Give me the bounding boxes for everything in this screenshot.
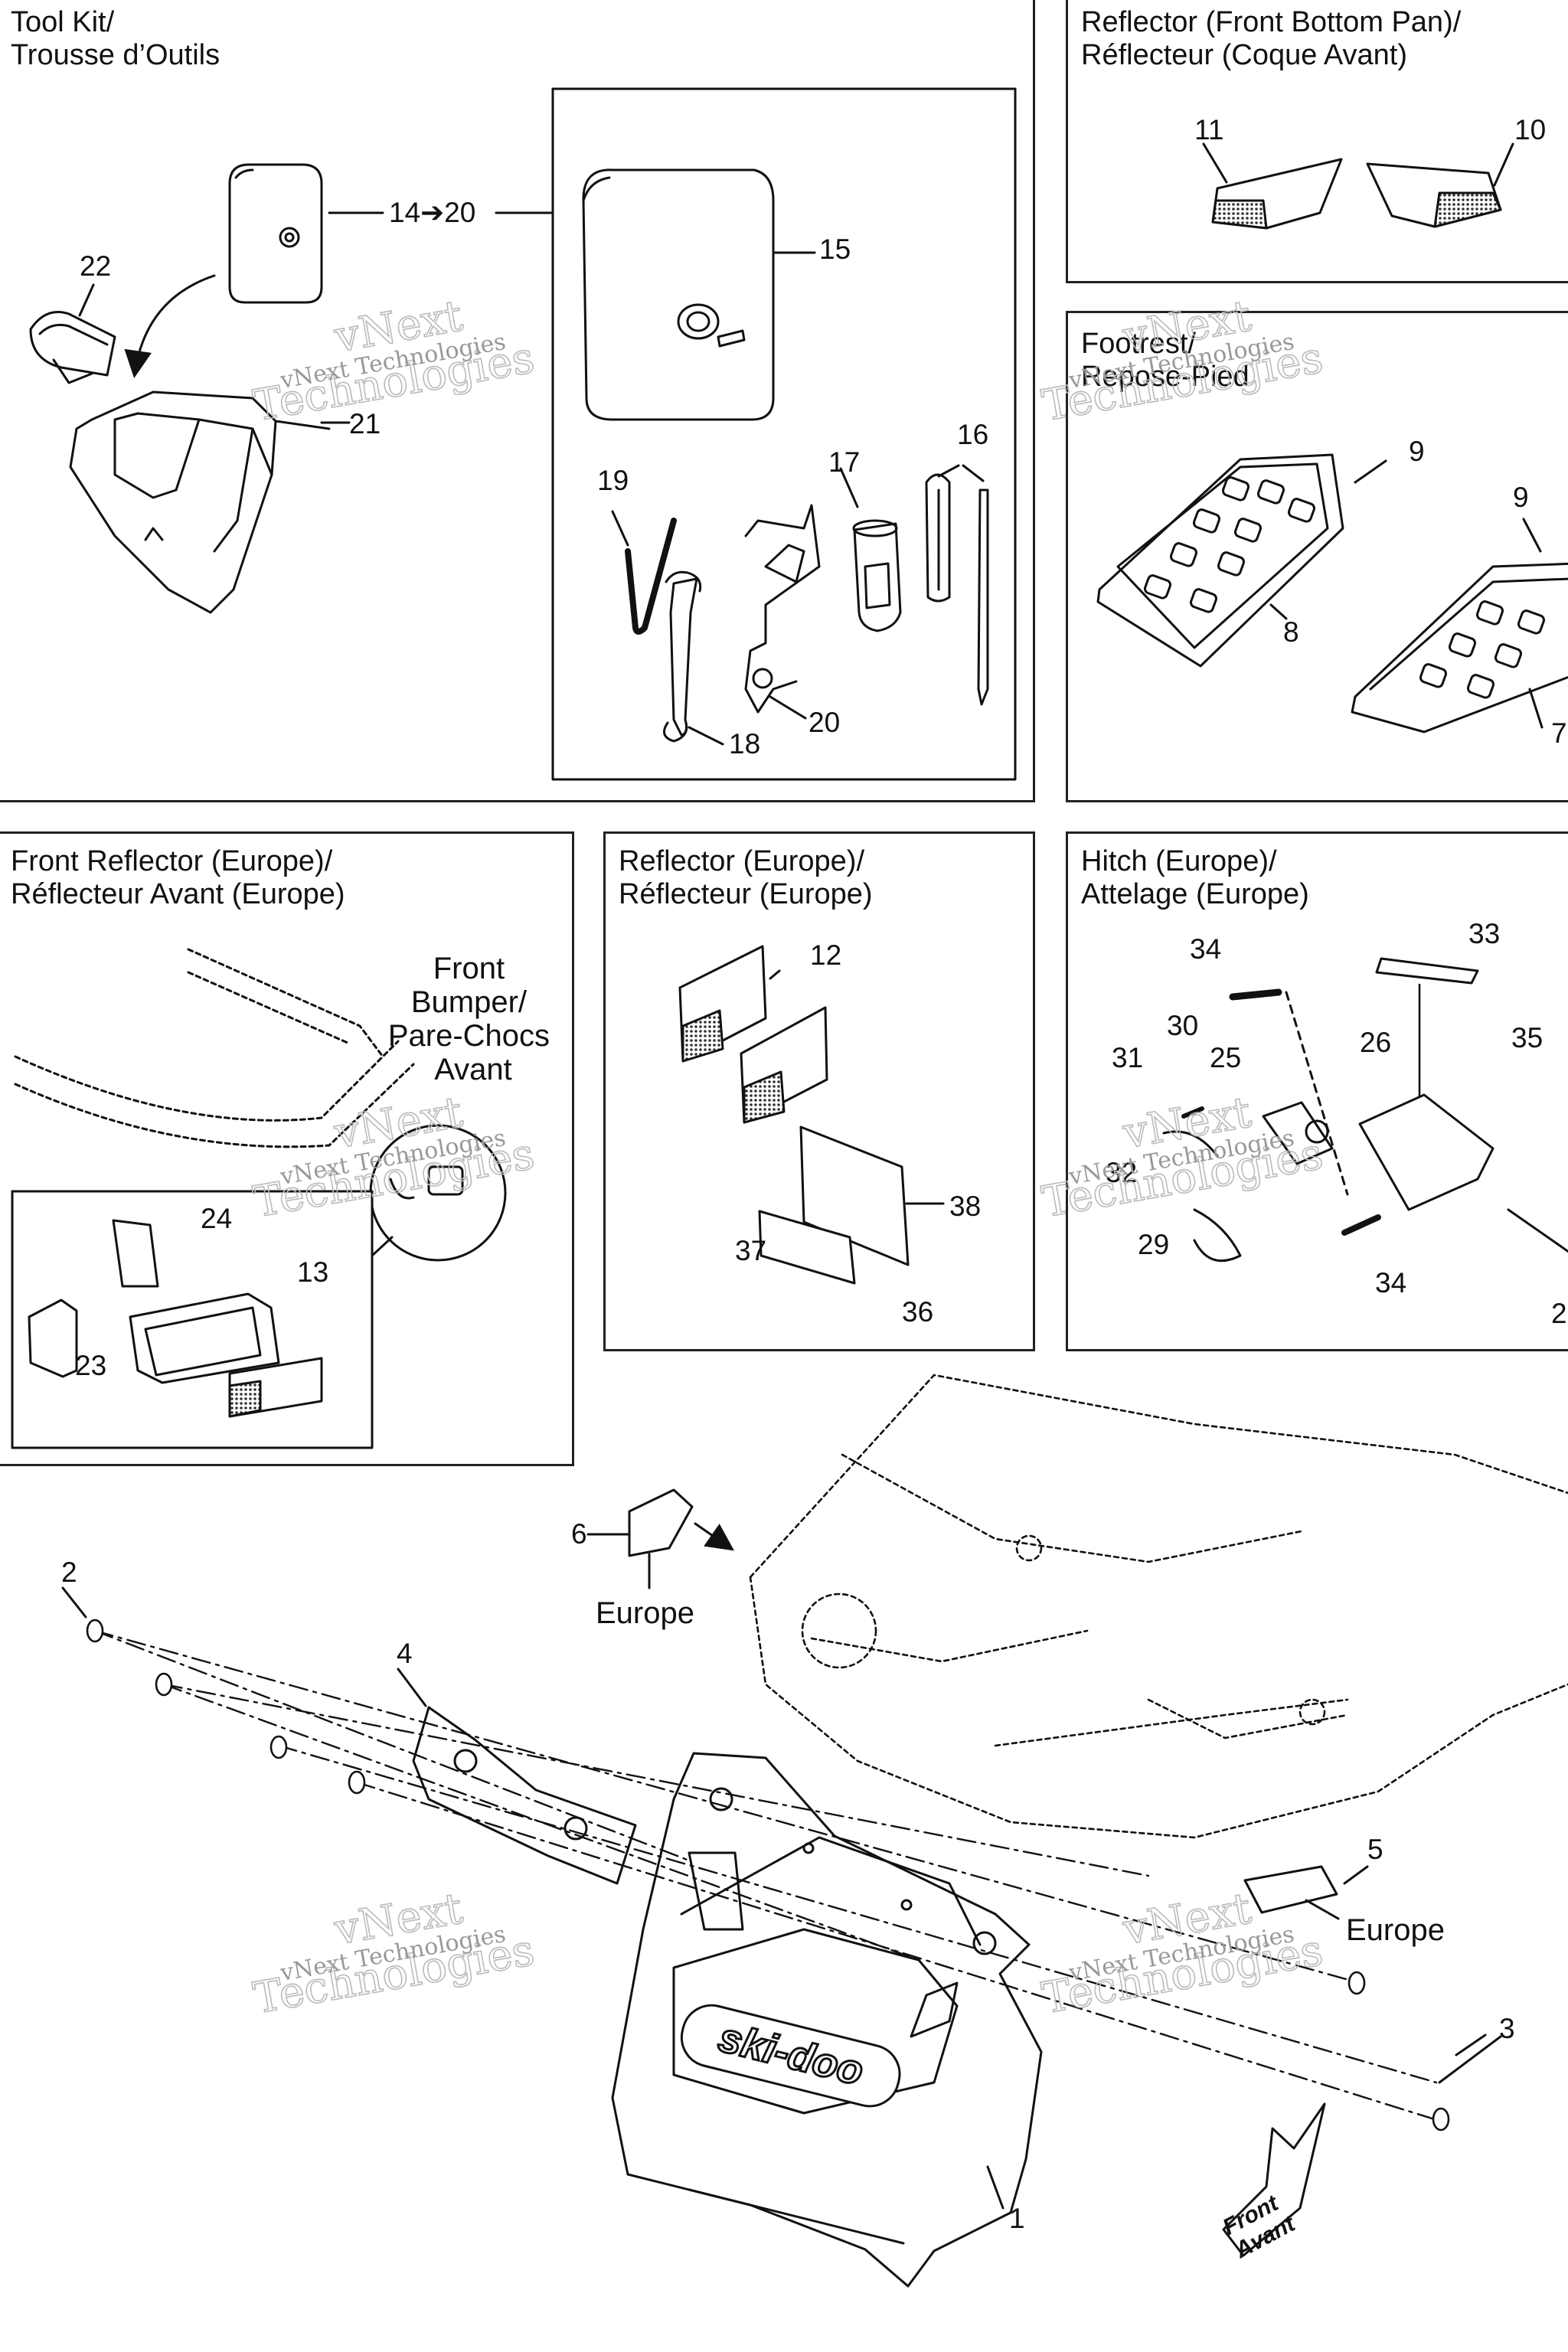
brand-logo: ski-doo: [680, 2004, 901, 2108]
footrest-left: [1096, 453, 1344, 668]
callout-c16: 16: [957, 419, 988, 450]
callout-c7: 7: [1551, 717, 1567, 749]
tool-kit-inset-box: [551, 87, 1017, 781]
callout-c33: 33: [1468, 918, 1500, 949]
callout-c31: 31: [1112, 1042, 1143, 1073]
callout-c35: 35: [1511, 1022, 1543, 1054]
panel-reflector-front-bottom: [1066, 0, 1568, 283]
callout-c5: 5: [1367, 1834, 1383, 1865]
front-bumper: [611, 1752, 1043, 2288]
callout-c8: 8: [1283, 616, 1299, 648]
callout-c13: 13: [297, 1256, 328, 1288]
panel-title-front-reflector-europe: Front Reflector (Europe)/ Réflecteur Ava…: [11, 845, 345, 910]
callout-c24: 24: [201, 1203, 232, 1234]
callout-numbers: 12345678991011121314➔2015161718192021222…: [61, 114, 1568, 2234]
callout-c10: 10: [1514, 114, 1546, 145]
callout-c29: 29: [1138, 1229, 1169, 1260]
panel-title-reflector-front-bottom: Reflector (Front Bottom Pan)/ Réflecteur…: [1081, 6, 1462, 71]
callout-c1: 1: [1009, 2203, 1025, 2234]
callout-c25: 25: [1210, 1042, 1241, 1073]
callout-c23: 23: [75, 1350, 106, 1381]
label-europe-5: Europe: [1346, 1913, 1445, 1947]
label-europe-6: Europe: [596, 1596, 694, 1630]
callout-c22: 22: [80, 250, 111, 282]
chassis-dashed: [749, 1374, 1568, 1839]
callout-c37: 37: [735, 1235, 766, 1266]
tool-holder: [69, 390, 331, 614]
callout-c38: 38: [949, 1191, 981, 1222]
panel-title-reflector-europe: Reflector (Europe)/ Réflecteur (Europe): [619, 845, 873, 910]
callout-c14: 14➔20: [389, 197, 475, 228]
callout-c36: 36: [902, 1296, 933, 1328]
callout-c9b: 9: [1513, 482, 1529, 513]
panel-title-hitch-europe: Hitch (Europe)/ Attelage (Europe): [1081, 845, 1309, 910]
panel-title-footrest: Footrest/ Repose-Pied: [1081, 328, 1250, 393]
callout-c27: 27: [1551, 1298, 1568, 1329]
panel-title-tool-kit: Tool Kit/ Trousse d’Outils: [11, 6, 220, 71]
callout-c20: 20: [808, 707, 840, 738]
callout-c19: 19: [597, 465, 629, 496]
tool-clip: [29, 311, 116, 384]
callout-c30: 30: [1167, 1010, 1198, 1041]
label-front-bumper: Front Bumper/ Pare-Chocs Avant: [388, 952, 558, 1086]
callout-c32: 32: [1106, 1157, 1137, 1188]
tool-bag-small: [228, 163, 323, 304]
callout-c21: 21: [349, 408, 381, 439]
callout-c34a: 34: [1190, 933, 1221, 965]
callout-c18: 18: [729, 728, 760, 760]
rivet-lines: [93, 1629, 1441, 2122]
callout-c26: 26: [1360, 1027, 1391, 1058]
callout-c15: 15: [819, 234, 851, 265]
callout-c9a: 9: [1409, 436, 1425, 467]
callout-c3: 3: [1499, 2013, 1515, 2044]
callout-c34b: 34: [1375, 1267, 1406, 1298]
callout-c2: 2: [61, 1557, 77, 1588]
callout-c4: 4: [397, 1638, 413, 1669]
footrest-right: [1351, 562, 1568, 733]
callout-c6: 6: [571, 1518, 587, 1550]
callout-c11: 11: [1194, 114, 1223, 145]
callout-c17: 17: [828, 446, 860, 478]
callout-c12: 12: [810, 939, 841, 971]
tool-bag-large: [582, 168, 775, 421]
